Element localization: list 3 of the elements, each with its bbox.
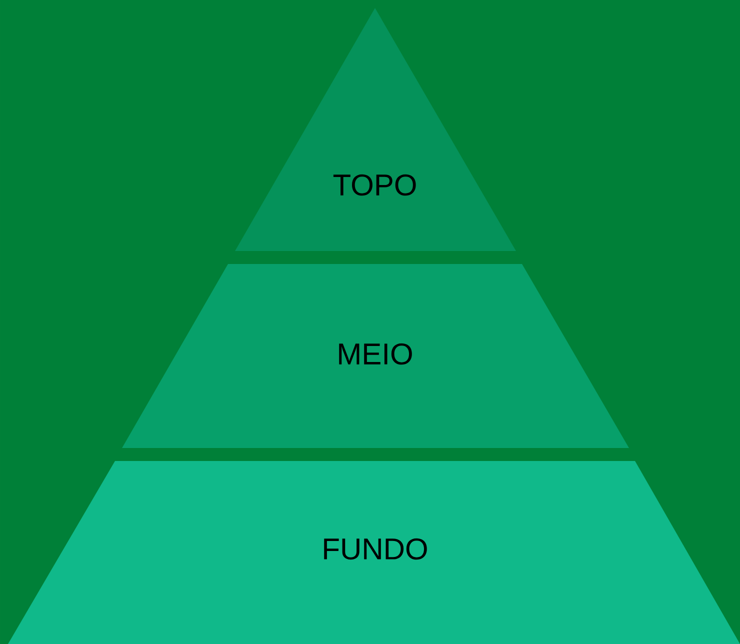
- pyramid-tier: TOPO: [235, 8, 516, 251]
- pyramid-tier: MEIO: [122, 264, 629, 448]
- pyramid-tier: FUNDO: [8, 460, 740, 644]
